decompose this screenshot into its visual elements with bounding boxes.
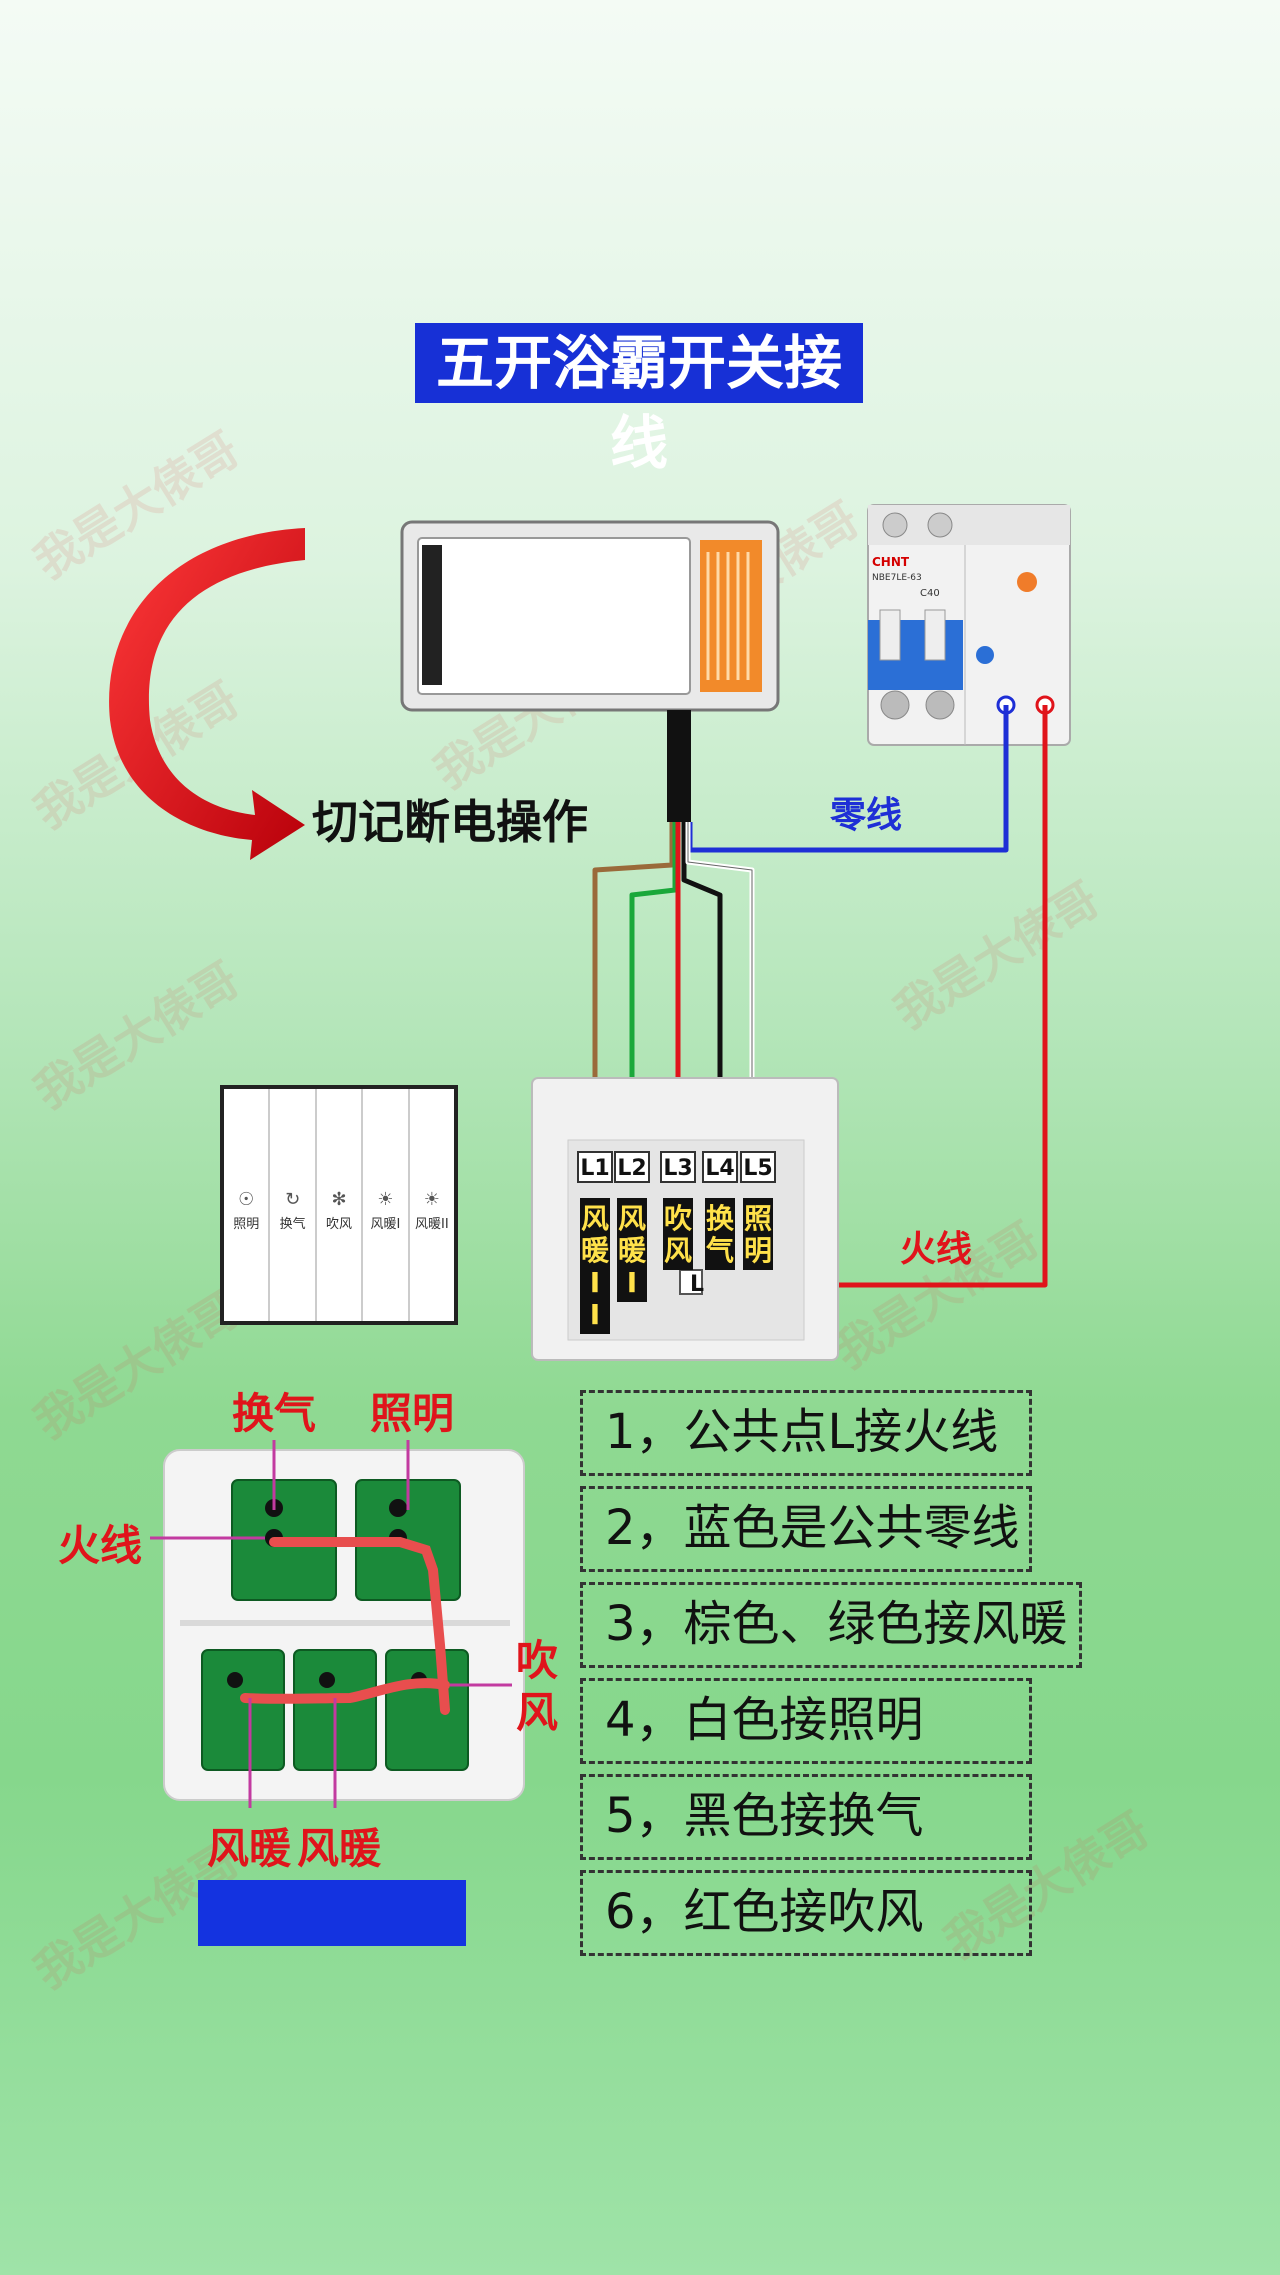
note-1: 1，公共点L接火线 [580, 1390, 1032, 1476]
brown-wire [592, 822, 675, 1160]
live-wire-label: 火线 [900, 1229, 973, 1270]
function-tag: 换气 [705, 1202, 735, 1267]
panel-button-label: 风暖I [370, 1217, 401, 1232]
terminal-label: L5 [743, 1156, 772, 1181]
panel-button-icon: ☀ [377, 1189, 394, 1210]
panel-button[interactable]: ↻ 换气 [270, 1089, 317, 1321]
function-tag-bg [580, 1198, 610, 1334]
breaker-rating: C40 [920, 588, 940, 599]
circuit-breaker: CHNT NBE7LE-63 C40 [867, 504, 1071, 746]
switch-front-panel: ☉ 照明 ↻ 换气 ✻ 吹风 ☀ 风暖I ☀ 风暖II [220, 1085, 458, 1325]
panel-button-icon: ✻ [331, 1189, 347, 1210]
terminal-box [740, 1151, 776, 1183]
terminal-label: L4 [705, 1156, 734, 1181]
warning-text: 切记断电操作 [312, 795, 588, 849]
terminal-box [614, 1151, 650, 1183]
terminal-box [702, 1151, 738, 1183]
terminal-label: L3 [663, 1156, 692, 1181]
note-3: 3，棕色、绿色接风暖 [580, 1582, 1082, 1668]
panel-button-label: 风暖II [414, 1217, 449, 1232]
breaker-brand: CHNT [872, 555, 910, 569]
photo-label-live: 火线 [58, 1521, 143, 1570]
note-6: 6，红色接吹风 [580, 1870, 1032, 1956]
terminal-box [577, 1151, 613, 1183]
panel-button-label: 换气 [279, 1217, 306, 1232]
wired-switch-photo [150, 1440, 525, 1808]
function-tag-bg [705, 1198, 735, 1270]
panel-button-icon: ☉ [238, 1189, 255, 1210]
photo-label-blow: 吹风 [515, 1636, 558, 1737]
photo-label-heat-1: 风暖 [207, 1824, 292, 1873]
photo-label-vent: 换气 [232, 1389, 317, 1438]
terminal-box [660, 1151, 696, 1183]
common-terminal-label: L [690, 1272, 704, 1297]
function-tag-bg [663, 1198, 693, 1270]
panel-button[interactable]: ☀ 风暖I [363, 1089, 410, 1321]
panel-button[interactable]: ✻ 吹风 [317, 1089, 364, 1321]
black-wire [681, 822, 723, 1160]
panel-button-label: 照明 [233, 1217, 260, 1232]
panel-button[interactable]: ☀ 风暖II [410, 1089, 454, 1321]
panel-button-label: 吹风 [326, 1217, 353, 1232]
blue-bar [198, 1880, 466, 1946]
note-2: 2，蓝色是公共零线 [580, 1486, 1032, 1572]
green-wire [629, 822, 678, 1160]
warning-arrow-icon [109, 528, 305, 860]
note-4: 4，白色接照明 [580, 1678, 1032, 1764]
note-5: 5，黑色接换气 [580, 1774, 1032, 1860]
cable-sheath [667, 710, 691, 822]
page-title: 五开浴霸开关接线 [415, 323, 863, 477]
breaker-model: NBE7LE-63 [872, 573, 922, 583]
terminal-label: L1 [580, 1156, 609, 1181]
panel-button-icon: ☀ [423, 1189, 440, 1210]
bath-heater [400, 520, 780, 712]
panel-button-icon: ↻ [285, 1189, 301, 1210]
neutral-wire-label: 零线 [830, 795, 903, 836]
terminal-label: L2 [617, 1156, 646, 1181]
function-tag-bg [617, 1198, 647, 1302]
photo-label-heat-2: 风暖 [297, 1824, 382, 1873]
function-tag: 照明 [744, 1202, 772, 1267]
panel-button[interactable]: ☉ 照明 [224, 1089, 271, 1321]
photo-label-light: 照明 [370, 1389, 455, 1438]
function-tag-bg [743, 1198, 773, 1270]
function-tag: 吹风 [664, 1202, 692, 1267]
